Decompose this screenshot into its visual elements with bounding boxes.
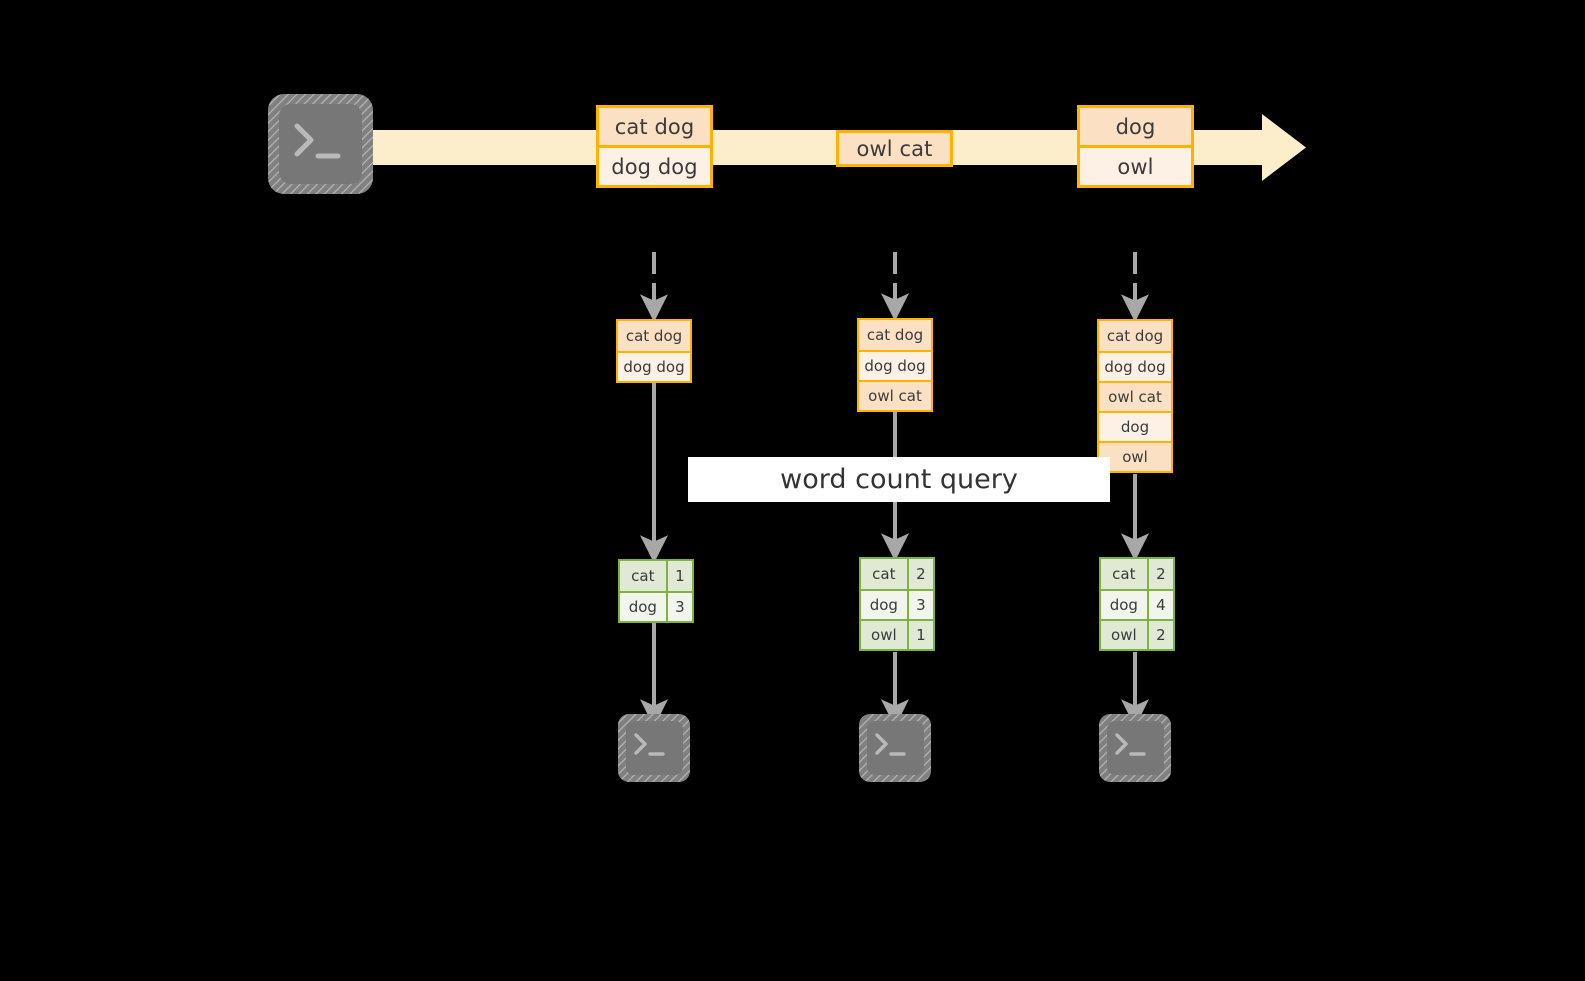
stream-message-2[interactable]: owl cat <box>836 130 953 167</box>
result-row: cat 1 <box>620 561 692 591</box>
snapshot-table-2[interactable]: cat dog dog dog owl cat <box>857 318 933 412</box>
snapshot-table-3[interactable]: cat dog dog dog owl cat dog owl <box>1097 319 1173 473</box>
snapshot-row: owl <box>1099 441 1171 471</box>
snapshot-table-1[interactable]: cat dog dog dog <box>616 319 692 383</box>
snapshot-row: owl cat <box>1099 381 1171 411</box>
snapshot-row: cat dog <box>1099 321 1171 351</box>
result-count: 3 <box>906 591 933 619</box>
snapshot-row: dog dog <box>859 350 931 380</box>
result-row: cat 2 <box>1101 559 1173 589</box>
sink-terminal-icon-2 <box>859 714 931 782</box>
result-word: dog <box>620 593 666 621</box>
result-word: dog <box>1101 591 1147 619</box>
result-row: dog 3 <box>620 591 692 621</box>
result-word: cat <box>1101 559 1147 589</box>
result-row: dog 4 <box>1101 589 1173 619</box>
result-word: owl <box>1101 621 1147 649</box>
query-label-text: word count query <box>780 464 1018 495</box>
snapshot-row: dog dog <box>1099 351 1171 381</box>
result-row: cat 2 <box>861 559 933 589</box>
stream-message-3[interactable]: dog owl <box>1077 105 1194 188</box>
result-count: 3 <box>665 593 692 621</box>
source-terminal-icon <box>268 94 373 194</box>
snapshot-row: dog <box>1099 411 1171 441</box>
stream-message-line: dog dog <box>599 145 710 185</box>
stream-message-line: dog <box>1080 108 1191 145</box>
result-table-1[interactable]: cat 1 dog 3 <box>618 559 694 623</box>
result-count: 4 <box>1146 591 1173 619</box>
stream-message-line: owl <box>1080 145 1191 185</box>
result-word: cat <box>620 561 666 591</box>
result-count: 1 <box>665 561 692 591</box>
result-row: owl 2 <box>1101 619 1173 649</box>
result-row: dog 3 <box>861 589 933 619</box>
result-word: dog <box>861 591 907 619</box>
query-label: word count query <box>688 457 1110 502</box>
result-word: cat <box>861 559 907 589</box>
snapshot-row: owl cat <box>859 380 931 410</box>
snapshot-row: cat dog <box>859 320 931 350</box>
snapshot-row: dog dog <box>618 351 690 381</box>
result-count: 2 <box>1146 621 1173 649</box>
stream-message-1[interactable]: cat dog dog dog <box>596 105 713 188</box>
result-word: owl <box>861 621 907 649</box>
result-count: 2 <box>1146 559 1173 589</box>
result-count: 1 <box>906 621 933 649</box>
result-count: 2 <box>906 559 933 589</box>
stream-message-line: owl cat <box>839 133 950 164</box>
sink-terminal-icon-3 <box>1099 714 1171 782</box>
sink-terminal-icon-1 <box>618 714 690 782</box>
result-table-2[interactable]: cat 2 dog 3 owl 1 <box>859 557 935 651</box>
stream-message-line: cat dog <box>599 108 710 145</box>
snapshot-row: cat dog <box>618 321 690 351</box>
result-table-3[interactable]: cat 2 dog 4 owl 2 <box>1099 557 1175 651</box>
result-row: owl 1 <box>861 619 933 649</box>
